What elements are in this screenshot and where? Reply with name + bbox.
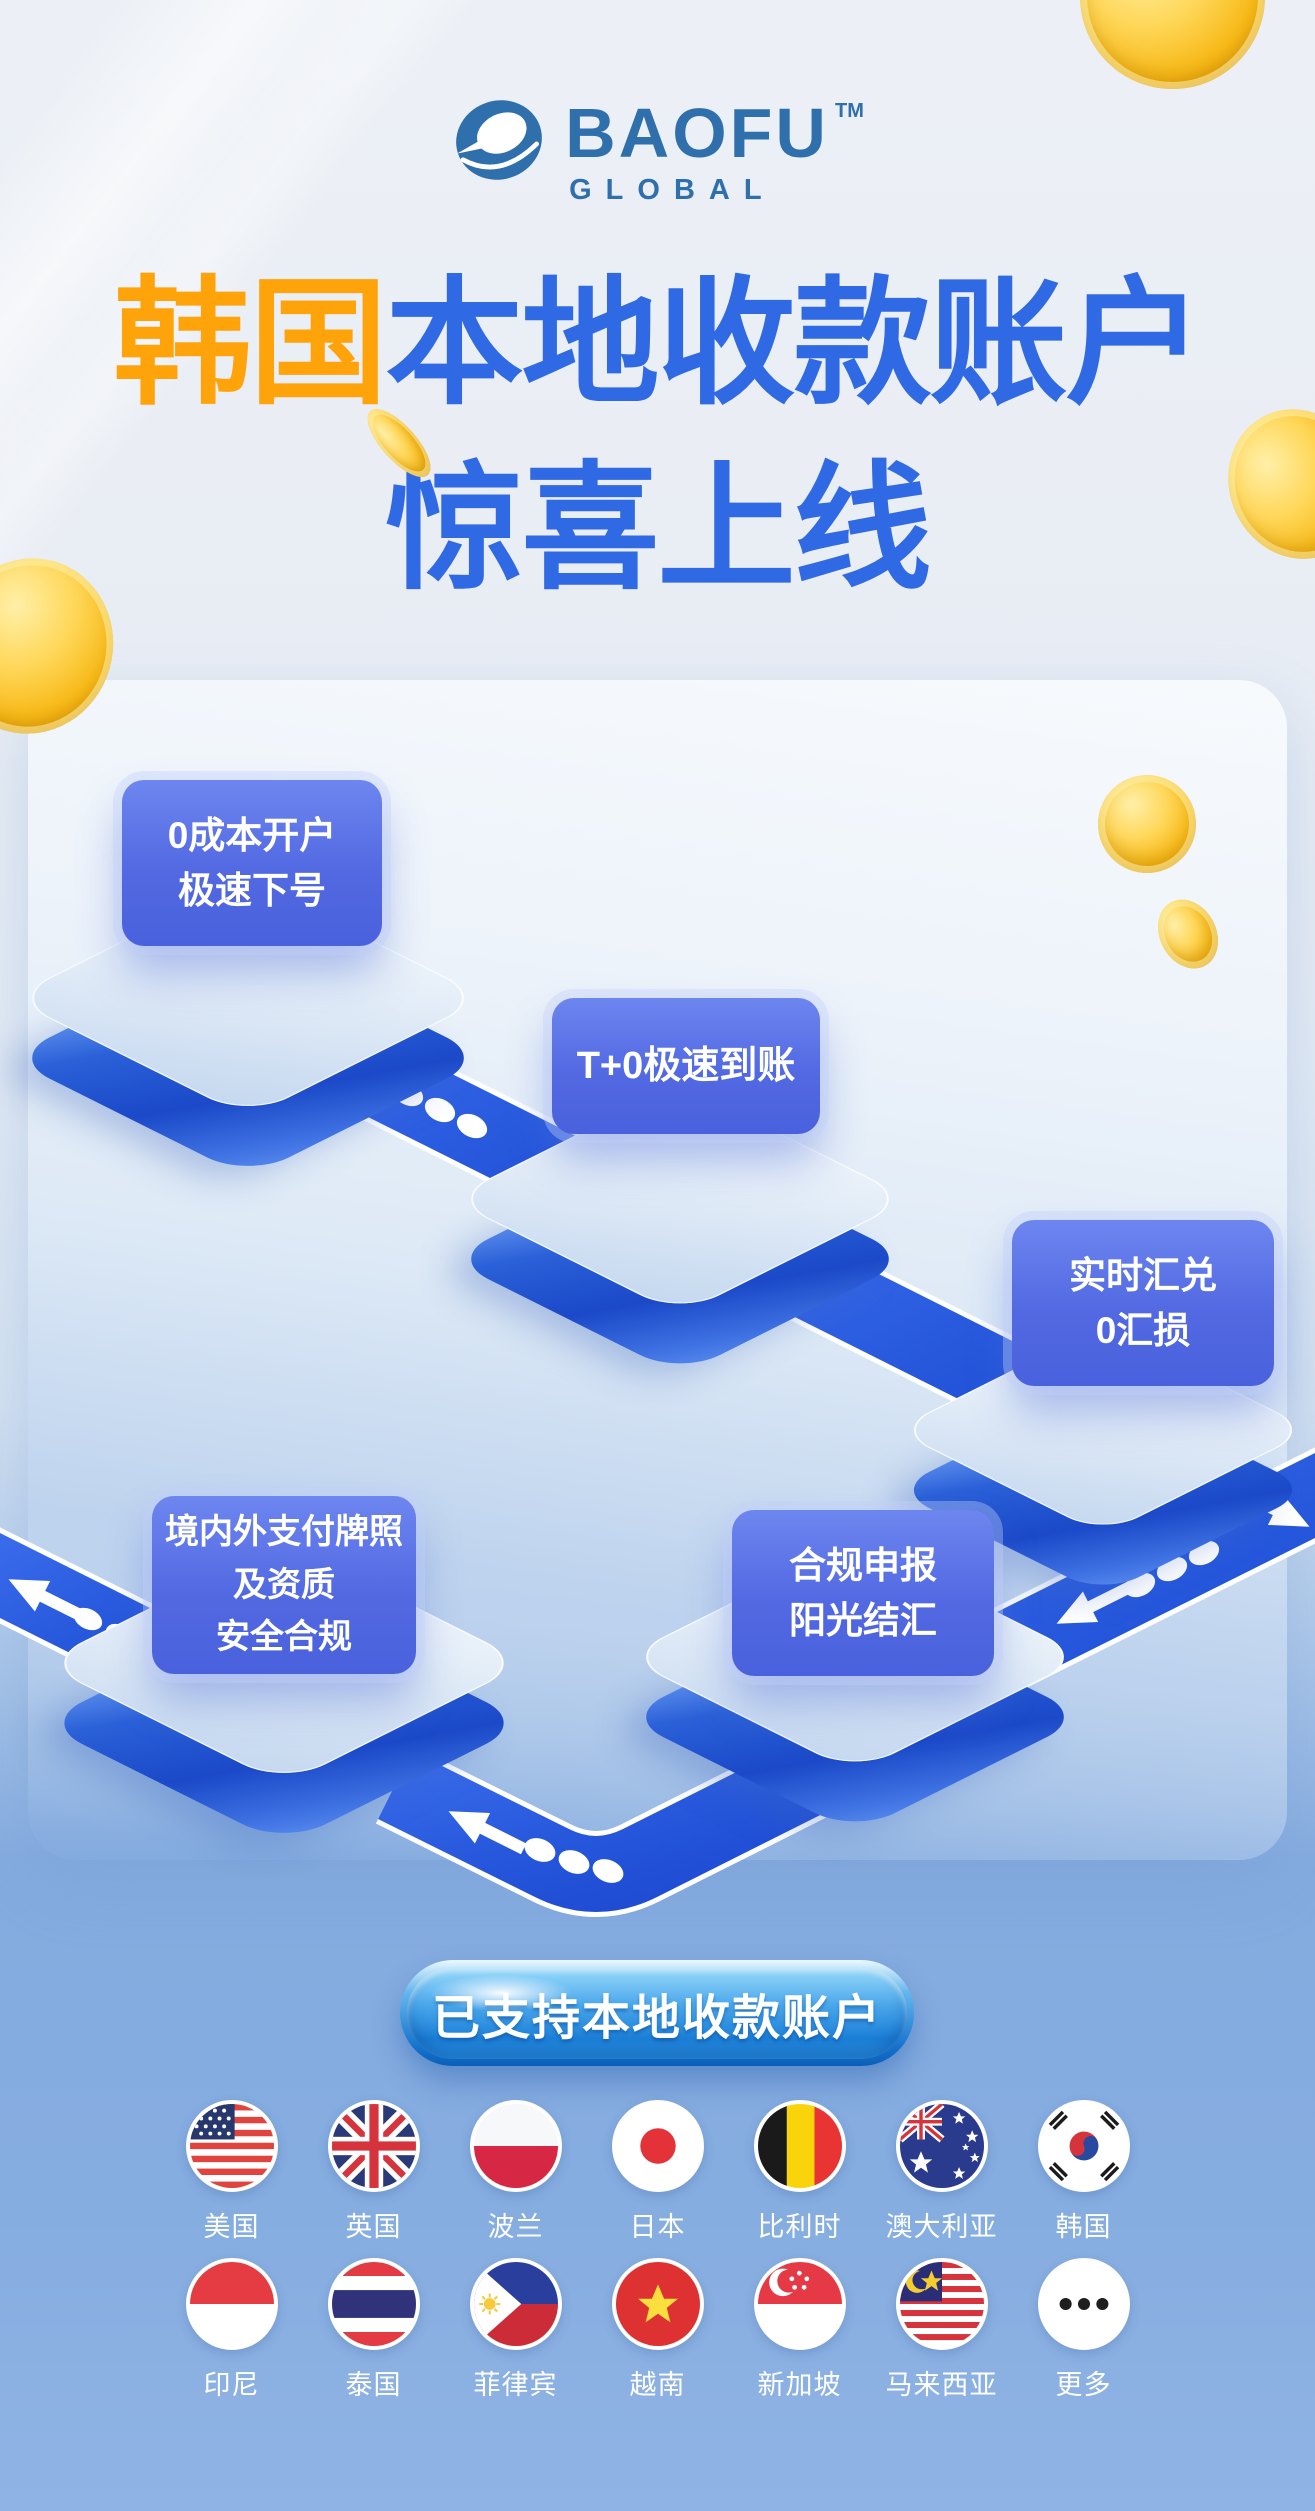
country-label: 比利时 [757, 2212, 842, 2242]
country-label: 马来西亚 [885, 2370, 998, 2400]
country-item: 澳大利亚 [871, 2100, 1013, 2244]
country-label: 日本 [629, 2212, 686, 2242]
country-label: 更多 [1055, 2370, 1112, 2400]
country-item[interactable]: 更多 [1013, 2258, 1155, 2402]
country-row-2: 印尼 泰国 菲律宾 越南 新加坡 马来西亚 更多 [0, 2258, 1315, 2402]
brand-logo: BAOFU TM GLOBAL [0, 92, 1315, 207]
logo-sub-text: GLOBAL [569, 174, 776, 206]
country-label: 新加坡 [757, 2370, 842, 2400]
malaysia-flag-icon [895, 2258, 988, 2350]
feature-box-t0-arrival: T+0极速到账 [552, 998, 820, 1134]
country-item: 新加坡 [729, 2258, 871, 2402]
country-item: 马来西亚 [871, 2258, 1013, 2402]
thailand-flag-icon [327, 2258, 420, 2350]
country-label: 美国 [203, 2212, 260, 2242]
more-dots-icon [1037, 2258, 1130, 2350]
japan-flag-icon [611, 2100, 704, 2192]
country-label: 菲律宾 [473, 2370, 558, 2400]
country-item: 波兰 [445, 2100, 587, 2244]
philippines-flag-icon [469, 2258, 562, 2350]
belgium-flag-icon [753, 2100, 846, 2192]
indonesia-flag-icon [185, 2258, 278, 2350]
feature-box-zero-cost: 0成本开户 极速下号 [122, 780, 382, 946]
logo-brand-text: BAOFU [565, 94, 829, 172]
singapore-flag-icon [753, 2258, 846, 2350]
country-item: 英国 [303, 2100, 445, 2244]
supported-accounts-label: 已支持本地收款账户 [431, 1992, 882, 2045]
country-label: 澳大利亚 [885, 2212, 998, 2242]
supported-accounts-button-face: 已支持本地收款账户 [407, 1967, 907, 2059]
poland-flag-icon [469, 2100, 562, 2192]
vietnam-flag-icon [611, 2258, 704, 2350]
korea-flag-icon [1037, 2100, 1130, 2192]
title-line-2: 惊喜上线 [385, 451, 931, 606]
title-rest: 本地收款账户 [385, 267, 1204, 421]
baofu-swoosh-icon [456, 100, 542, 180]
page-title: 韩国本地收款账户 惊喜上线 [0, 252, 1315, 622]
country-item: 印尼 [161, 2258, 303, 2402]
uk-flag-icon [327, 2100, 420, 2192]
country-item: 泰国 [303, 2258, 445, 2402]
feature-box-realtime-fx: 实时汇兑 0汇损 [1012, 1220, 1274, 1386]
country-item: 比利时 [729, 2100, 871, 2244]
logo-tm-mark: TM [834, 100, 864, 122]
country-label: 越南 [629, 2370, 686, 2400]
feature-box-compliance: 合规申报 阳光结汇 [732, 1510, 994, 1676]
country-item: 韩国 [1013, 2100, 1155, 2244]
country-item: 日本 [587, 2100, 729, 2244]
country-label: 泰国 [345, 2370, 402, 2400]
country-item: 越南 [587, 2258, 729, 2402]
country-label: 韩国 [1055, 2212, 1112, 2242]
australia-flag-icon [895, 2100, 988, 2192]
feature-box-licenses: 境内外支付牌照 及资质 安全合规 [152, 1496, 416, 1674]
country-item: 美国 [161, 2100, 303, 2244]
title-line-1: 韩国本地收款账户 [0, 252, 1315, 437]
supported-accounts-button[interactable]: 已支持本地收款账户 [400, 1960, 914, 2066]
country-label: 英国 [345, 2212, 402, 2242]
country-label: 波兰 [487, 2212, 544, 2242]
title-highlight: 韩国 [113, 267, 387, 421]
gold-coin-icon [1098, 775, 1196, 873]
country-label: 印尼 [203, 2370, 260, 2400]
country-item: 菲律宾 [445, 2258, 587, 2402]
country-row-1: 美国 英国 波兰 日本 比利时 澳大利亚 韩国 [0, 2100, 1315, 2244]
us-flag-icon [185, 2100, 278, 2192]
